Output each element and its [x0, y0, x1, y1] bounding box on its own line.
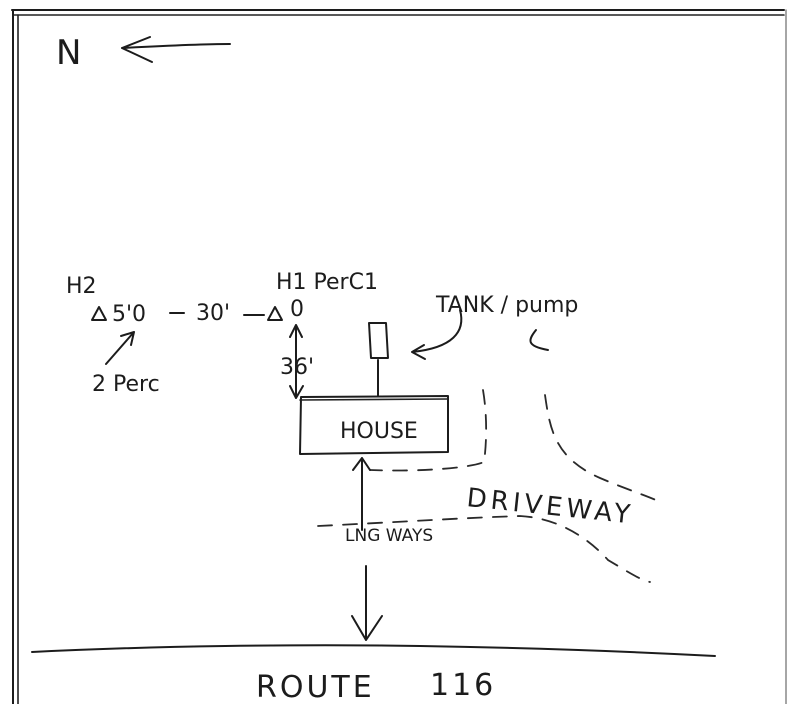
route-number-label: 116: [430, 668, 496, 703]
h2-depth-label: 5'0: [112, 302, 146, 327]
long-ways-label: LNG WAYS: [345, 526, 433, 546]
route-label: ROUTE: [256, 670, 375, 704]
driveway-edge-inner: [369, 389, 488, 472]
perc2-label: 2 Perc: [92, 372, 160, 397]
h1-depth-label: 0: [290, 297, 304, 322]
h1-triangle-icon: [267, 306, 283, 321]
road-edge: [31, 644, 716, 657]
house: HOUSE: [299, 395, 449, 455]
north-label: N: [56, 33, 81, 73]
h1-label: H1 PerC1: [276, 270, 378, 295]
long-ways-arrow: [351, 457, 383, 641]
tank-pointer-arrow: [411, 309, 463, 360]
tank-icon: [368, 322, 389, 359]
spacing-label: 30': [196, 301, 230, 326]
driveway-label: DRIVEWAY: [465, 483, 635, 530]
perc2-pointer-arrow: [105, 331, 135, 365]
house-outline: [299, 395, 449, 455]
house-label: HOUSE: [340, 419, 418, 444]
h2-triangle-icon: [91, 306, 107, 321]
h2-label: H2: [66, 274, 97, 299]
page-border: [11, 9, 787, 704]
driveway-edge-lower: [317, 515, 651, 583]
h1-to-house-arrow: [289, 324, 304, 399]
h2-perc-test: H2 5'0 2 Perc: [66, 274, 160, 397]
tank-pump-label: TANK / pump: [435, 293, 578, 318]
tank-pump: TANK / pump: [368, 293, 578, 397]
h1-to-house-label: 36': [280, 355, 314, 380]
long-ways-dimension: LNG WAYS: [345, 457, 433, 641]
driveway-edge-upper: [544, 394, 661, 503]
pump-hook-mark: [529, 329, 549, 351]
h1-perc-test: H1 PerC1 0 36': [267, 270, 378, 399]
route-116: ROUTE 116: [31, 644, 716, 704]
north-arrow: N: [56, 33, 231, 73]
north-arrow-icon: [121, 36, 231, 63]
spacing-dimension: 30': [169, 301, 265, 326]
